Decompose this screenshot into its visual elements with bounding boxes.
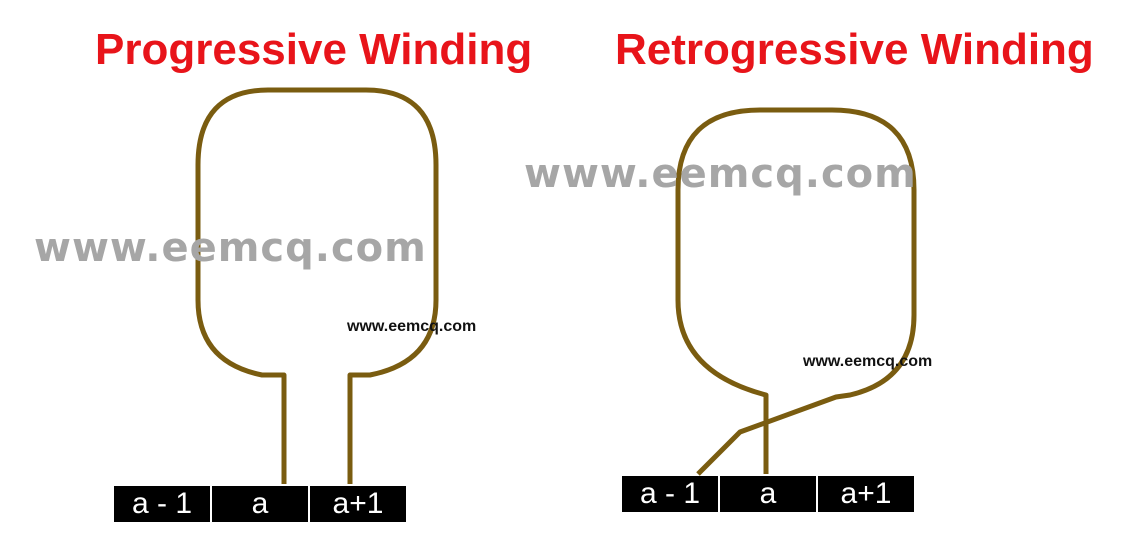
watermark-large-left: www.eemcq.com bbox=[34, 225, 427, 271]
progressive-commutator-segments: a - 1 a a+1 bbox=[114, 486, 406, 522]
progressive-winding-title: Progressive Winding bbox=[95, 25, 533, 74]
segment-a-plus-1: a+1 bbox=[308, 486, 406, 522]
watermark-small-right: www.eemcq.com bbox=[803, 353, 933, 370]
retrogressive-commutator-segments: a - 1 a a+1 bbox=[622, 476, 914, 512]
segment-a: a bbox=[718, 476, 816, 512]
retrogressive-coil bbox=[675, 107, 917, 476]
progressive-coil bbox=[195, 87, 439, 484]
retrogressive-winding-title: Retrogressive Winding bbox=[615, 25, 1094, 74]
segment-a: a bbox=[210, 486, 308, 522]
segment-a-plus-1: a+1 bbox=[816, 476, 914, 512]
watermark-large-right: www.eemcq.com bbox=[524, 151, 917, 197]
watermark-small-left: www.eemcq.com bbox=[347, 318, 477, 335]
segment-a-minus-1: a - 1 bbox=[114, 486, 210, 522]
segment-a-minus-1: a - 1 bbox=[622, 476, 718, 512]
